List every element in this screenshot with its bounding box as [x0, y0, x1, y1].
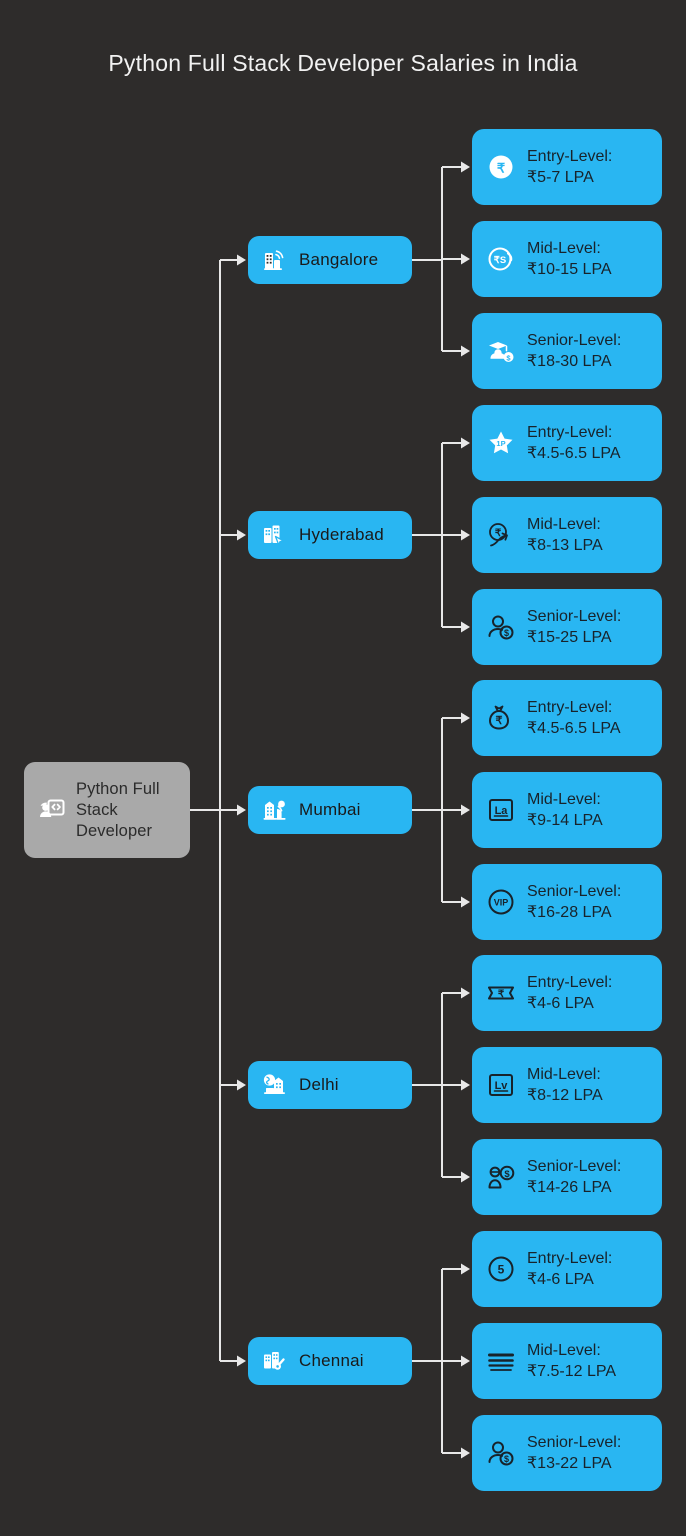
svg-text:₹S: ₹S	[494, 255, 506, 266]
svg-text:₹: ₹	[496, 715, 503, 727]
salary-node-mumbai-senior[interactable]: VIP Senior-Level: ₹16-28 LPA	[472, 864, 662, 940]
city-signal-icon	[261, 247, 288, 274]
city-label: Delhi	[299, 1075, 339, 1094]
globe-building-icon	[261, 1072, 288, 1099]
salary-text: Senior-Level: ₹13-22 LPA	[527, 1433, 622, 1473]
graduate-dollar-icon: $	[486, 336, 516, 366]
city-skyline-icon	[261, 797, 288, 824]
svg-text:1P: 1P	[496, 439, 505, 448]
svg-text:VIP: VIP	[494, 898, 509, 908]
root-node-label: Python Full Stack Developer	[76, 779, 160, 840]
svg-text:$: $	[504, 628, 509, 638]
salary-node-mumbai-mid[interactable]: La Mid-Level: ₹9-14 LPA	[472, 772, 662, 848]
money-bag-rupee-icon: ₹	[486, 703, 516, 733]
city-label: Hyderabad	[299, 525, 384, 544]
person-dollar-icon: $	[486, 1438, 516, 1468]
svg-text:5: 5	[498, 1263, 505, 1277]
salary-text: Mid-Level: ₹8-12 LPA	[527, 1065, 603, 1105]
city-node-delhi[interactable]: Delhi	[248, 1061, 412, 1109]
root-node[interactable]: Python Full Stack Developer	[24, 762, 190, 858]
salary-node-bangalore-mid[interactable]: ₹S Mid-Level: ₹10-15 LPA	[472, 221, 662, 297]
buildings-key-icon	[261, 1348, 288, 1375]
buildings-cursor-icon	[261, 522, 288, 549]
salary-text: Mid-Level: ₹10-15 LPA	[527, 239, 612, 279]
city-label: Bangalore	[299, 250, 379, 269]
salary-text: Senior-Level: ₹18-30 LPA	[527, 331, 622, 371]
city-node-chennai[interactable]: Chennai	[248, 1337, 412, 1385]
salary-text: Entry-Level: ₹4-6 LPA	[527, 1249, 613, 1289]
salary-node-bangalore-senior[interactable]: $ Senior-Level: ₹18-30 LPA	[472, 313, 662, 389]
city-label: Mumbai	[299, 800, 361, 819]
salary-text: Entry-Level: ₹4.5-6.5 LPA	[527, 698, 621, 738]
salary-text: Entry-Level: ₹4-6 LPA	[527, 973, 613, 1013]
rupee-discount-icon: ₹S	[486, 244, 516, 274]
rupee-growth-arrow-icon: ₹	[486, 520, 516, 550]
person-dollar-icon: $	[486, 612, 516, 642]
svg-text:La: La	[495, 805, 509, 817]
page-title: Python Full Stack Developer Salaries in …	[108, 50, 578, 76]
city-node-mumbai[interactable]: Mumbai	[248, 786, 412, 834]
star-rank-icon: 1P	[486, 428, 516, 458]
svg-text:$: $	[504, 1169, 510, 1180]
svg-text:₹: ₹	[498, 989, 505, 1000]
salary-node-chennai-mid[interactable]: Mid-Level: ₹7.5-12 LPA	[472, 1323, 662, 1399]
salary-text: Mid-Level: ₹9-14 LPA	[527, 790, 603, 830]
salary-text: Mid-Level: ₹8-13 LPA	[527, 515, 603, 555]
city-node-bangalore[interactable]: Bangalore	[248, 236, 412, 284]
salary-node-delhi-senior[interactable]: $ Senior-Level: ₹14-26 LPA	[472, 1139, 662, 1215]
svg-text:$: $	[504, 1454, 509, 1464]
svg-text:Lv: Lv	[495, 1080, 509, 1092]
la-square-icon: La	[486, 795, 516, 825]
salary-node-mumbai-entry[interactable]: ₹ Entry-Level: ₹4.5-6.5 LPA	[472, 680, 662, 756]
lv-square-icon: Lv	[486, 1070, 516, 1100]
salary-node-hyderabad-mid[interactable]: ₹ Mid-Level: ₹8-13 LPA	[472, 497, 662, 573]
salary-node-delhi-mid[interactable]: Lv Mid-Level: ₹8-12 LPA	[472, 1047, 662, 1123]
svg-text:₹: ₹	[495, 528, 502, 539]
salary-text: Mid-Level: ₹7.5-12 LPA	[527, 1341, 617, 1381]
salary-text: Entry-Level: ₹4.5-6.5 LPA	[527, 423, 621, 463]
salary-text: Senior-Level: ₹15-25 LPA	[527, 607, 622, 647]
salary-text: Senior-Level: ₹14-26 LPA	[527, 1157, 622, 1197]
number-five-circle-icon: 5	[486, 1254, 516, 1284]
rupee-banknote-icon: ₹	[486, 978, 516, 1008]
rupee-coin-icon: ₹	[486, 152, 516, 182]
salary-text: Entry-Level: ₹5-7 LPA	[527, 147, 613, 187]
person-dollar-coin-icon: $	[486, 1162, 516, 1192]
salary-node-chennai-entry[interactable]: 5 Entry-Level: ₹4-6 LPA	[472, 1231, 662, 1307]
salary-node-hyderabad-senior[interactable]: $ Senior-Level: ₹15-25 LPA	[472, 589, 662, 665]
salary-node-bangalore-entry[interactable]: ₹ Entry-Level: ₹5-7 LPA	[472, 129, 662, 205]
svg-text:$: $	[506, 354, 511, 363]
vip-badge-icon: VIP	[486, 887, 516, 917]
developer-code-icon	[35, 794, 67, 826]
city-node-hyderabad[interactable]: Hyderabad	[248, 511, 412, 559]
stacked-lines-icon	[486, 1346, 516, 1376]
salary-node-hyderabad-entry[interactable]: 1P Entry-Level: ₹4.5-6.5 LPA	[472, 405, 662, 481]
city-label: Chennai	[299, 1351, 364, 1370]
salary-node-delhi-entry[interactable]: ₹ Entry-Level: ₹4-6 LPA	[472, 955, 662, 1031]
svg-text:₹: ₹	[497, 161, 506, 176]
salary-node-chennai-senior[interactable]: $ Senior-Level: ₹13-22 LPA	[472, 1415, 662, 1491]
salary-text: Senior-Level: ₹16-28 LPA	[527, 882, 622, 922]
